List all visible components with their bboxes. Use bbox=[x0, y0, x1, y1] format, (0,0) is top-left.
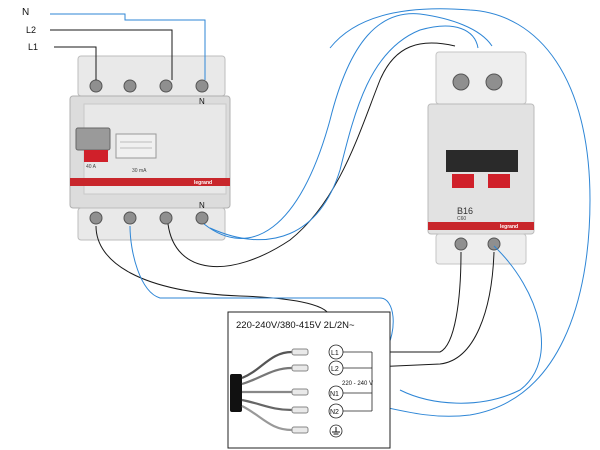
wire-mcb-l2-out bbox=[351, 251, 495, 369]
mcb-bottom-terminal-1 bbox=[454, 237, 468, 251]
rcd-bottom-terminal-block bbox=[77, 207, 226, 241]
mcb-bottom-terminal-2 bbox=[487, 237, 501, 251]
rcd-rating: 40 A bbox=[86, 164, 97, 170]
rcd-bottom-terminal-3 bbox=[159, 211, 173, 225]
mcb-device: B16 C60 legrand bbox=[427, 51, 535, 265]
wire-n-to-mcb bbox=[203, 13, 493, 239]
rcd-bottom-neutral-mark: N bbox=[199, 201, 205, 210]
mcb-toggle-red-2 bbox=[488, 174, 510, 188]
mcb-brand-logo: legrand bbox=[500, 224, 518, 230]
rcd-top-terminal-1 bbox=[89, 79, 103, 93]
mcb-top-terminal-2 bbox=[485, 73, 503, 91]
voltage-label: 220 - 240 V bbox=[342, 381, 373, 387]
mcb-rating: B16 bbox=[457, 206, 473, 216]
terminal-box-title: 220-240V/380-415V 2L/2N~ bbox=[236, 320, 355, 331]
rcd-to-mcb-wires bbox=[167, 13, 493, 268]
rcd-toggle-red-indicator bbox=[84, 150, 108, 162]
rcd-top-terminal-n bbox=[195, 79, 209, 93]
rcd-top-terminal-3 bbox=[159, 79, 173, 93]
rcd-brand-logo: legrand bbox=[194, 180, 212, 186]
rcd-bottom-terminal-1 bbox=[89, 211, 103, 225]
wire-l1-to-box bbox=[95, 225, 331, 319]
mcb-to-box-wires bbox=[329, 8, 591, 417]
mcb-top-terminal-1 bbox=[452, 73, 470, 91]
mcb-toggle-red-1 bbox=[452, 174, 474, 188]
rcd-bottom-terminal-n bbox=[195, 211, 209, 225]
rcd-test-button bbox=[115, 133, 157, 159]
wire-n-to-box bbox=[129, 225, 394, 353]
supply-label-l2: L2 bbox=[26, 25, 36, 35]
rcd-toggle-lever bbox=[75, 127, 111, 151]
mcb-bottom-terminal-block bbox=[435, 233, 527, 265]
supply-label-l1: L1 bbox=[28, 42, 38, 52]
voltage-bracket bbox=[343, 351, 373, 412]
wire-mcb-l1-out bbox=[352, 251, 462, 353]
mcb-handle bbox=[446, 150, 518, 172]
wire-n-return bbox=[209, 25, 479, 241]
supply-wire-l1 bbox=[54, 46, 97, 80]
supply-wire-n bbox=[50, 13, 206, 80]
wire-n1-loop bbox=[399, 245, 542, 404]
mcb-brand-band bbox=[428, 222, 534, 230]
rcd-to-box-wires bbox=[95, 225, 394, 353]
rcd-bottom-terminal-2 bbox=[123, 211, 137, 225]
rcd-top-terminal-2 bbox=[123, 79, 137, 93]
cable-jacket bbox=[230, 374, 242, 412]
supply-label-n: N bbox=[22, 7, 29, 18]
terminal-n1-label: N1 bbox=[330, 391, 339, 398]
terminal-box: 220-240V/380-415V 2L/2N~ L1 L2 N1 N2 bbox=[227, 311, 391, 449]
rcd-device: N N 40 A 30 mA legrand bbox=[69, 55, 231, 241]
terminal-l1-label: L1 bbox=[331, 350, 339, 357]
mcb-model: C60 bbox=[457, 216, 466, 222]
terminal-l2-label: L2 bbox=[331, 366, 339, 373]
cable-cores bbox=[241, 350, 293, 432]
rcd-brand-band bbox=[70, 178, 230, 186]
ground-icon bbox=[332, 427, 340, 435]
wire-n2-loop bbox=[329, 8, 591, 417]
supply-wire-l2 bbox=[50, 29, 173, 80]
terminal-n2-label: N2 bbox=[330, 409, 339, 416]
mcb-top-terminal-block bbox=[435, 51, 527, 105]
supply-wires bbox=[50, 13, 206, 80]
rcd-top-neutral-mark: N bbox=[199, 97, 205, 106]
rcd-sensitivity: 30 mA bbox=[132, 168, 147, 174]
